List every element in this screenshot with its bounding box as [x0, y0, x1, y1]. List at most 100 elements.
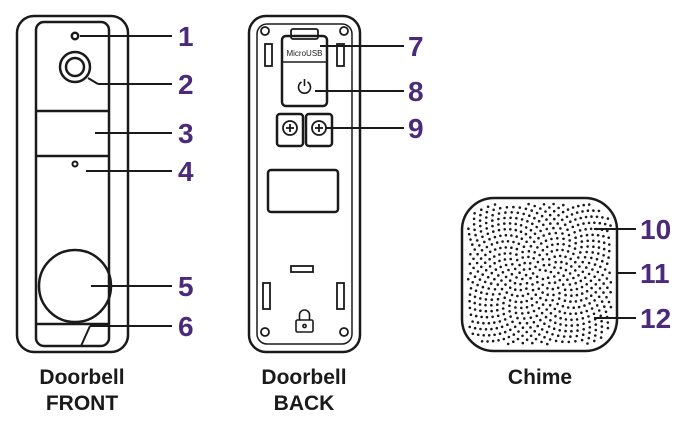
grille-dot: [588, 331, 591, 335]
grille-dot: [521, 326, 525, 330]
grille-dot: [504, 275, 508, 279]
grille-dot: [486, 232, 490, 236]
chime-body: [460, 196, 619, 353]
grille-dot: [512, 333, 516, 336]
grille-dot: [602, 282, 605, 285]
grille-dot: [469, 238, 472, 241]
grille-dot: [548, 213, 552, 217]
grille-dot: [479, 213, 482, 217]
grille-dot: [490, 243, 494, 246]
grille-dot: [510, 234, 513, 237]
grille-dot: [491, 339, 495, 343]
grille-dot: [585, 250, 588, 254]
grille-dot: [536, 324, 539, 328]
grille-dot: [563, 311, 567, 315]
grille-dot: [490, 327, 493, 331]
grille-dot: [585, 283, 588, 286]
back-clip-top-right: [336, 43, 345, 67]
grille-dot: [581, 317, 585, 320]
grille-dot: [579, 279, 583, 283]
grille-dot: [576, 223, 580, 227]
grille-dot: [588, 326, 592, 329]
grille-dot: [557, 297, 561, 300]
grille-dot: [558, 254, 562, 258]
grille-dot: [491, 213, 494, 217]
grille-dot: [582, 222, 585, 225]
grille-dot: [597, 246, 601, 249]
grille-dot: [514, 228, 518, 232]
grille-dot: [520, 306, 523, 310]
grille-dot: [524, 226, 528, 229]
back-usb-label: MicroUSB: [286, 49, 322, 58]
grille-dot: [548, 232, 551, 235]
grille-dot: [498, 253, 501, 256]
grille-dot: [473, 308, 477, 311]
grille-dot: [485, 210, 489, 214]
doorbell-back: [247, 14, 362, 354]
grille-dot: [587, 336, 591, 340]
grille-dot: [576, 329, 579, 332]
grille-dot: [556, 302, 559, 306]
grille-dot: [546, 287, 549, 290]
grille-dot: [515, 276, 518, 279]
grille-dot: [583, 255, 587, 259]
grille-dot: [585, 266, 588, 269]
grille-dot: [505, 206, 509, 209]
grille-dot: [493, 235, 497, 239]
grille-dot: [570, 213, 574, 216]
grille-dot: [496, 297, 500, 301]
grille-dot: [473, 295, 477, 299]
grille-dot: [593, 221, 596, 224]
grille-dot: [484, 328, 488, 331]
grille-dot: [517, 242, 521, 246]
grille-dot: [591, 268, 594, 271]
callout-9: 9: [408, 113, 424, 144]
grille-dot: [536, 280, 539, 284]
grille-dot: [603, 222, 607, 226]
grille-dot: [506, 323, 509, 327]
grille-dot: [588, 302, 591, 305]
grille-dot: [476, 252, 479, 256]
grille-dot: [553, 307, 557, 311]
grille-dot: [583, 304, 586, 307]
grille-dot: [474, 314, 478, 318]
grille-dot: [554, 231, 558, 235]
grille-dot: [577, 274, 580, 277]
grille-dot: [518, 206, 522, 209]
grille-dot: [478, 278, 482, 281]
grille-dot: [600, 300, 604, 303]
grille-dot: [571, 206, 575, 209]
grille-dot: [579, 251, 582, 254]
grille-dot: [543, 335, 546, 339]
grille-dot: [602, 241, 606, 244]
screw-icon: [282, 120, 298, 136]
callout-3: 3: [178, 118, 194, 149]
grille-dot: [502, 312, 506, 316]
grille-dot: [541, 291, 544, 294]
grille-dot: [586, 209, 590, 212]
grille-dot: [468, 293, 472, 296]
grille-dot: [559, 323, 562, 326]
grille-dot: [605, 262, 609, 266]
grille-dot: [483, 240, 486, 244]
grille-dot: [503, 216, 506, 220]
grille-dot: [597, 209, 601, 213]
grille-dot: [570, 288, 573, 292]
grille-dot: [564, 324, 568, 327]
chime-leader-lines: [594, 228, 636, 319]
grille-dot: [598, 287, 602, 290]
grille-dot: [476, 270, 480, 273]
grille-dot: [593, 275, 596, 279]
grille-dot: [590, 307, 594, 310]
grille-dot: [606, 217, 610, 220]
caption-front-line2: FRONT: [46, 392, 118, 415]
grille-dot: [497, 212, 501, 215]
grille-dot: [503, 296, 507, 300]
grille-dot: [581, 210, 584, 213]
grille-dot: [574, 281, 577, 285]
grille-dot: [574, 312, 578, 315]
grille-dot: [529, 244, 533, 248]
callout-5: 5: [178, 271, 194, 302]
grille-dot: [544, 210, 547, 213]
grille-dot: [595, 257, 599, 261]
